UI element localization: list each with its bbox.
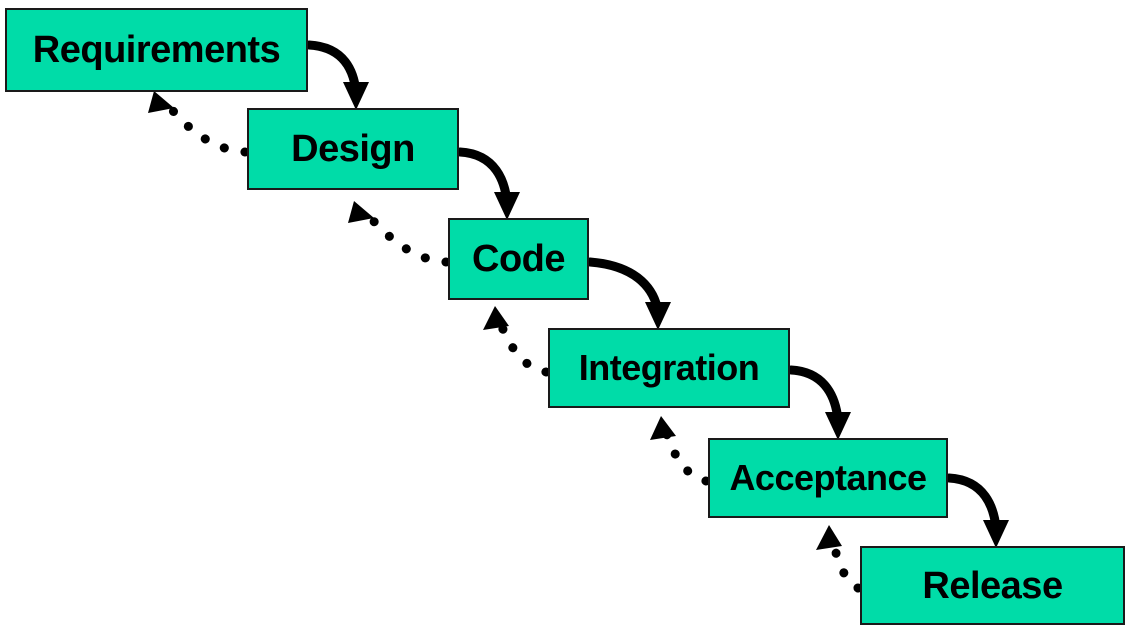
phase-label-requirements: Requirements <box>32 29 281 71</box>
phase-label-code: Code <box>472 238 566 280</box>
phase-box-release[interactable]: Release <box>860 546 1125 625</box>
phase-box-integration[interactable]: Integration <box>548 328 790 408</box>
arrow-design-to-requirements <box>148 91 250 157</box>
phase-box-acceptance[interactable]: Acceptance <box>708 438 948 518</box>
arrow-requirements-to-design <box>304 40 369 110</box>
arrow-code-to-design <box>348 201 451 267</box>
phase-box-code[interactable]: Code <box>448 218 589 300</box>
arrow-design-to-code <box>455 147 520 220</box>
phase-label-release: Release <box>922 564 1063 607</box>
arrow-acceptance-to-integration <box>650 416 711 486</box>
arrow-release-to-acceptance <box>816 525 863 593</box>
phase-label-design: Design <box>291 128 415 170</box>
phase-label-acceptance: Acceptance <box>729 457 927 498</box>
forward-flow-arrows <box>304 40 1009 548</box>
phase-box-design[interactable]: Design <box>247 108 459 190</box>
arrow-code-to-integration <box>585 257 671 330</box>
arrow-acceptance-to-release <box>944 473 1009 548</box>
feedback-flow-arrows <box>148 91 863 593</box>
arrow-integration-to-code <box>483 306 551 377</box>
arrow-integration-to-acceptance <box>786 365 851 440</box>
phase-box-requirements[interactable]: Requirements <box>5 8 308 92</box>
phase-label-integration: Integration <box>578 347 760 388</box>
